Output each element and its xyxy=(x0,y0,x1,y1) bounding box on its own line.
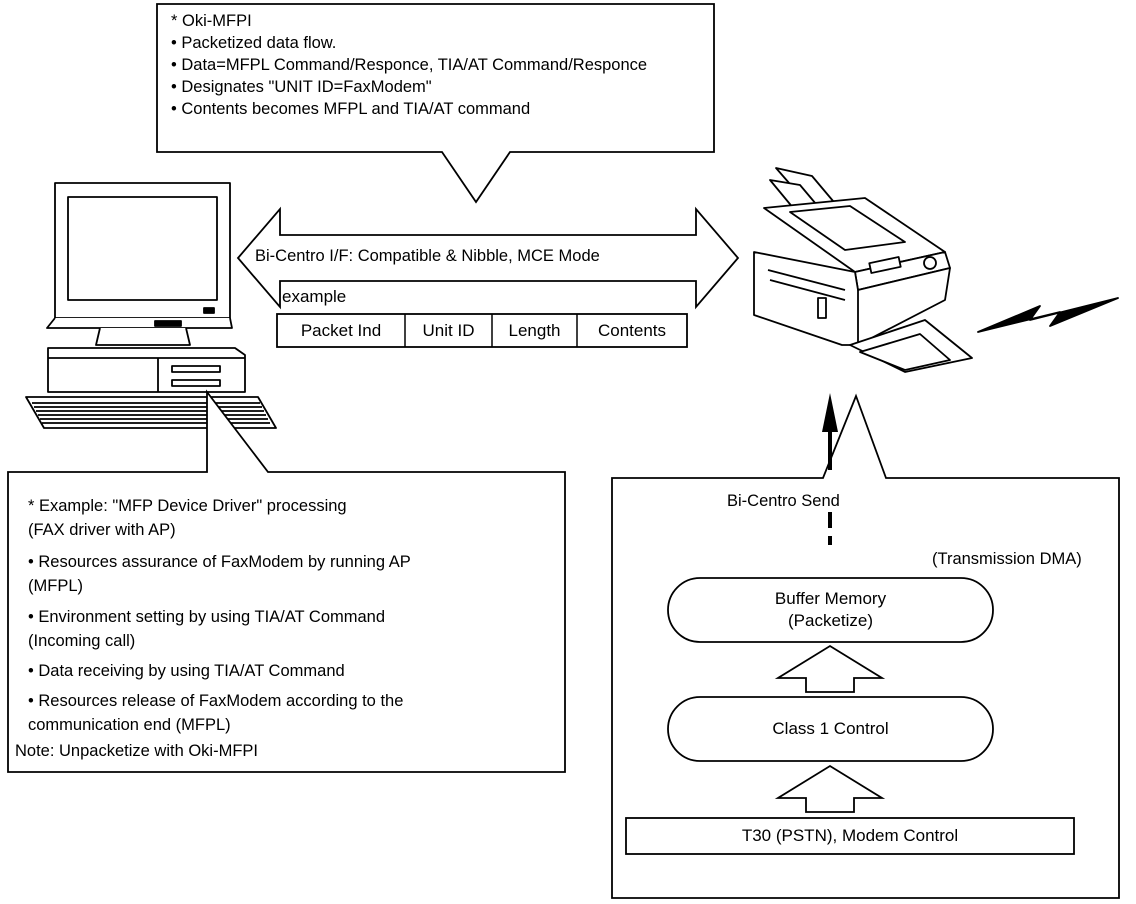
buffer-memory-box xyxy=(667,577,994,643)
top-callout-balloon xyxy=(156,3,715,204)
left-callout-line: communication end (MFPL) xyxy=(28,716,231,734)
top-callout-line: • Contents becomes MFPL and TIA/AT comma… xyxy=(171,100,531,118)
left-callout-line: * Example: "MFP Device Driver" processin… xyxy=(28,497,347,515)
example-label: example xyxy=(282,287,347,306)
left-callout-line: Note: Unpacketize with Oki-MFPI xyxy=(15,742,258,760)
send-arrow xyxy=(822,393,838,545)
class1-control-box xyxy=(667,696,994,762)
left-callout-line: • Resources release of FaxModem accordin… xyxy=(28,692,404,710)
top-callout-line: • Designates "UNIT ID=FaxModem" xyxy=(171,78,432,96)
left-callout-line: (Incoming call) xyxy=(28,632,136,650)
left-callout-line: • Data receiving by using TIA/AT Command xyxy=(28,662,345,680)
top-callout-line: * Oki-MFPI xyxy=(171,12,252,30)
bi-centro-interface-arrow xyxy=(236,206,740,310)
bi-centro-send-label: Bi-Centro Send xyxy=(727,492,840,510)
hollow-arrow-lower xyxy=(774,764,886,813)
class1-control-label: Class 1 Control xyxy=(772,719,889,738)
left-callout-line: (FAX driver with AP) xyxy=(28,521,176,539)
transmission-dma-label: (Transmission DMA) xyxy=(932,550,1082,568)
hollow-arrow-upper xyxy=(774,644,886,693)
left-callout-line: • Resources assurance of FaxModem by run… xyxy=(28,553,411,571)
packet-table xyxy=(276,313,688,348)
packet-cell-unit-id: Unit ID xyxy=(422,321,475,340)
t30-modem-box xyxy=(625,817,1075,855)
packet-cell-length: Length xyxy=(508,321,561,340)
left-callout-line: (MFPL) xyxy=(28,577,83,595)
top-callout-line: • Packetized data flow. xyxy=(171,34,337,52)
t30-modem-label: T30 (PSTN), Modem Control xyxy=(741,826,959,845)
packet-cell-packet-ind: Packet Ind xyxy=(300,321,382,340)
packet-cell-contents: Contents xyxy=(597,321,667,340)
fax-illustration xyxy=(753,167,1119,373)
pc-illustration xyxy=(25,182,277,429)
buffer-memory-label: Buffer Memory xyxy=(774,589,887,608)
left-callout-balloon xyxy=(7,389,566,773)
interface-arrow-label: Bi-Centro I/F: Compatible & Nibble, MCE … xyxy=(255,247,600,265)
packetize-label: (Packetize) xyxy=(787,611,874,630)
left-callout-line: • Environment setting by using TIA/AT Co… xyxy=(28,608,386,626)
top-callout-line: • Data=MFPL Command/Responce, TIA/AT Com… xyxy=(171,56,648,74)
